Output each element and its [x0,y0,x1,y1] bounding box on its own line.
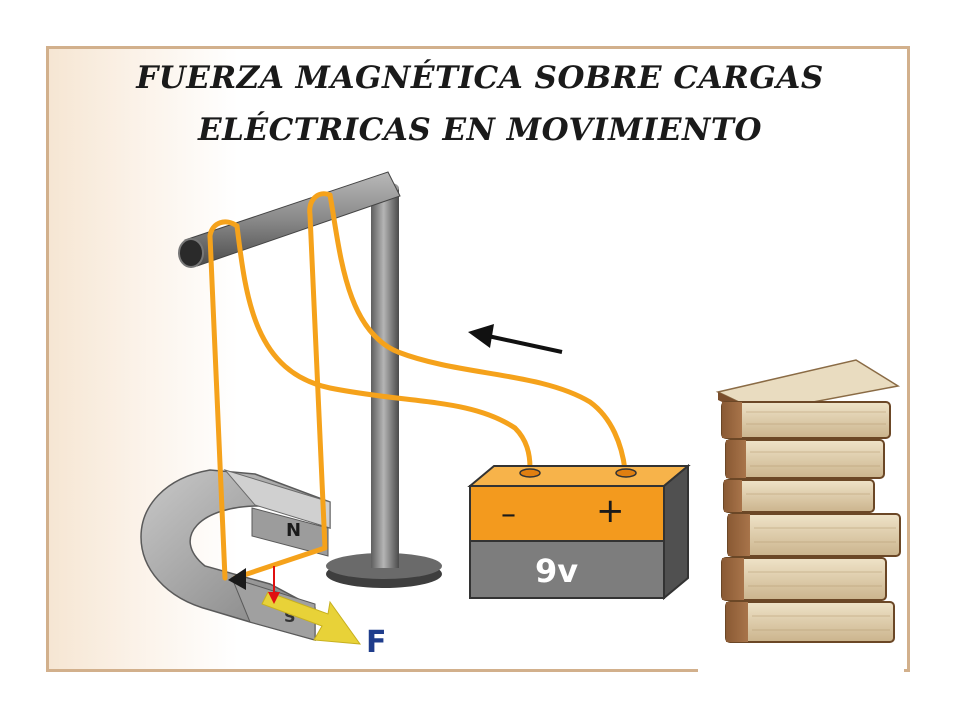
stand-bar [184,171,401,267]
force-label: F [366,625,387,660]
force-arrow [261,591,362,645]
magnet-south-label: S [284,607,296,626]
battery [467,463,691,601]
battery-terminal-negative [519,468,541,478]
current-direction-arrow [468,324,563,354]
battery-minus-label: – [501,497,516,532]
magnet-north-label: N [286,520,301,541]
stand-bar-end [178,238,204,268]
book-stack-image [698,300,904,672]
slide-title: FUERZA MAGNÉTICA SOBRE CARGAS ELÉCTRICAS… [0,52,960,156]
wire-circuit [207,191,628,581]
field-direction-arrow [268,566,280,604]
current-arrowhead [228,568,246,590]
battery-plus-label: + [596,491,625,531]
slide-title-line-1: FUERZA MAGNÉTICA SOBRE CARGAS [136,60,824,96]
battery-terminal-positive [615,468,637,478]
stand-pole [371,188,399,568]
battery-voltage-label: 9v [535,552,578,590]
slide-title-line-2: ELÉCTRICAS EN MOVIMIENTO [198,112,762,148]
